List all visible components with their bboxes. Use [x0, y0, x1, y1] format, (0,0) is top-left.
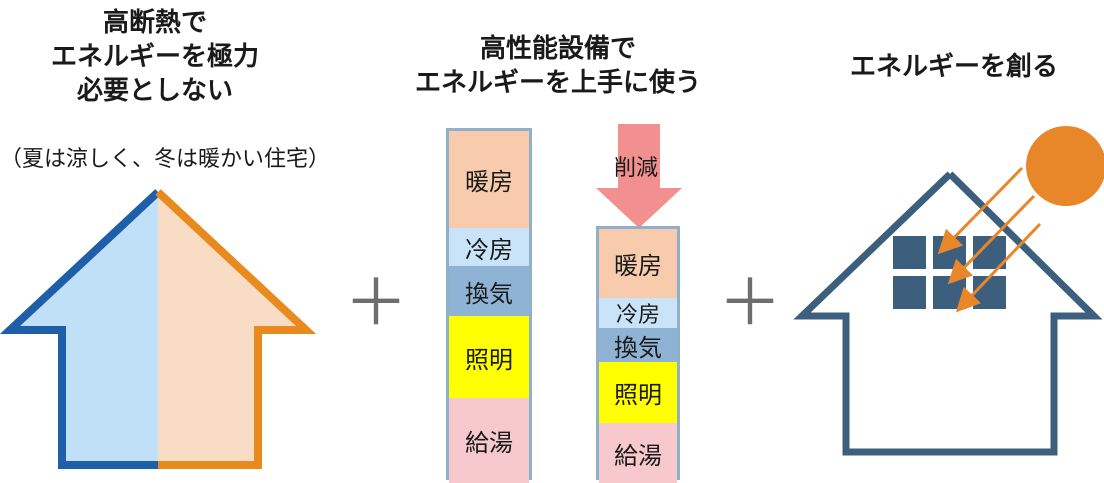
house-warm-half: [158, 192, 306, 465]
before-hot-water-label: 給湯: [465, 429, 513, 457]
insulation-title-line-2: エネルギーを極力: [50, 42, 259, 72]
efficiency-title-line-2: エネルギーを上手に使う: [414, 68, 701, 98]
after-lighting-label: 照明: [614, 381, 662, 409]
after-heating: 暖房: [599, 229, 677, 298]
after-ventilation-label: 換気: [614, 333, 662, 362]
house-cool-outline: [0, 189, 161, 469]
plus-sign-2: ＋: [718, 267, 782, 341]
insulated-house-icon: [0, 189, 317, 469]
down-arrow-icon: [596, 124, 682, 228]
reduction-label: 削減: [614, 156, 659, 181]
before-cooling: 冷房: [449, 228, 529, 266]
after-cooling-label: 冷房: [615, 303, 660, 328]
before-heating: 暖房: [449, 131, 529, 228]
after-ventilation: 換気: [599, 328, 677, 362]
before-lighting-label: 照明: [465, 345, 513, 374]
solar-house-icon: [793, 126, 1104, 456]
after-energy-stack: 暖房 冷房 換気 照明 給湯: [596, 226, 680, 483]
before-ventilation-label: 換気: [465, 279, 513, 308]
before-ventilation: 換気: [449, 266, 529, 316]
efficiency-title-line-1: 高性能設備で: [479, 34, 636, 64]
insulation-note: （夏は涼しく、冬は暖かい住宅）: [0, 147, 331, 172]
before-heating-label: 暖房: [465, 168, 513, 196]
before-energy-stack: 暖房 冷房 換気 照明 給湯: [446, 128, 532, 483]
plus-sign-1: ＋: [344, 267, 408, 341]
house-cool-half: [10, 192, 158, 465]
before-cooling-label: 冷房: [465, 235, 513, 264]
house-outline: [793, 171, 1103, 456]
generation-title: エネルギーを創る: [849, 52, 1058, 82]
solar-panel-icon: [893, 236, 1006, 309]
after-heating-label: 暖房: [614, 252, 662, 280]
sun-ray-icons: [937, 166, 1042, 313]
before-lighting: 照明: [449, 316, 529, 398]
after-hot-water-label: 給湯: [614, 441, 662, 470]
after-hot-water: 給湯: [599, 423, 677, 483]
insulation-title: 高断熱で エネルギーを極力 必要としない: [20, 6, 290, 108]
sun-icon: [1026, 126, 1104, 206]
insulation-title-line-3: 必要としない: [76, 76, 233, 106]
efficiency-title: 高性能設備で エネルギーを上手に使う: [398, 32, 718, 100]
after-lighting: 照明: [599, 362, 677, 423]
after-cooling: 冷房: [599, 298, 677, 328]
house-warm-outline: [155, 189, 317, 469]
before-hot-water: 給湯: [449, 398, 529, 483]
insulation-title-line-1: 高断熱で: [102, 8, 207, 38]
